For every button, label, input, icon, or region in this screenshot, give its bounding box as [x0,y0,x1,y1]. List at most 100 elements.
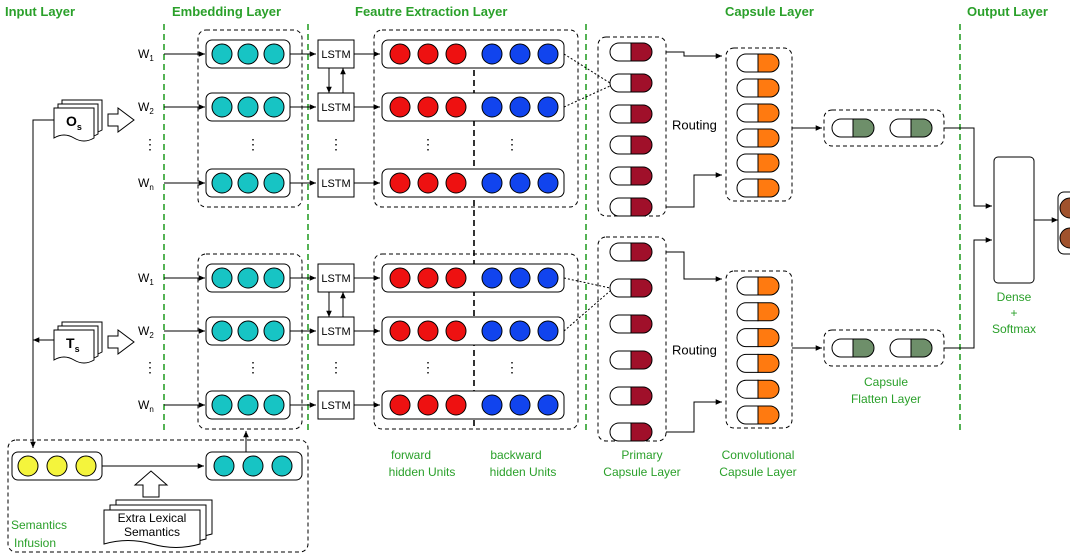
vertical-ellipsis: ⋮ [421,359,435,375]
routing-arrow [666,172,722,208]
flatten-label-1: Capsule [864,375,908,389]
embedding-node [263,172,285,194]
embedding-node [211,96,233,118]
output-node [1059,227,1070,249]
primary-capsule [609,242,653,262]
primary-capsule [609,314,653,334]
embedding-node [263,320,285,342]
conv-capsule [736,405,780,425]
extra-lexical-document: Extra Lexical Semantics [103,499,213,548]
routing-arrow [666,399,722,433]
word-label: Wn [138,398,154,414]
lstm-cell [317,168,355,198]
semantics-label-2: Infusion [14,536,56,550]
header-output-layer: Output Layer [967,4,1048,19]
lstm-cell [317,390,355,420]
primary-capsule [609,422,653,442]
lstm-label: LSTM [321,400,350,412]
routing-arrow [666,51,722,59]
routing-arrow [666,251,722,282]
vertical-ellipsis: ⋮ [421,136,435,152]
extra-lexical-label-1: Extra Lexical [118,511,187,525]
lstm-label: LSTM [321,178,350,190]
flatten-capsule [831,338,875,358]
hidden-to-primary-link [563,290,611,332]
hidden-to-primary-link [563,53,611,84]
vertical-ellipsis: ⋮ [329,136,343,152]
dense-label-2: + [1010,306,1017,320]
embedding-node [263,43,285,65]
embedding-group [197,253,303,430]
backward-hidden-unit [481,320,503,342]
forward-hidden-unit [445,96,467,118]
embedding-node [263,267,285,289]
forward-hidden-unit [417,320,439,342]
lstm-cell [317,316,355,346]
infused-node [271,455,293,477]
forward-hidden-unit [389,320,411,342]
lstm-label: LSTM [321,102,350,114]
semantics-node [17,455,39,477]
word-label: W1 [138,47,154,63]
conv-capsule [736,353,780,373]
embedding-node [237,394,259,416]
os-label: O [66,113,77,129]
primary-capsule [609,166,653,186]
backward-hidden-unit [537,320,559,342]
backward-hidden-unit [481,43,503,65]
forward-hidden-unit [445,320,467,342]
backward-hidden-unit [481,267,503,289]
forward-hidden-unit [417,394,439,416]
input-to-semantics-lines [30,119,54,448]
backward-hidden-unit [537,267,559,289]
vertical-ellipsis: ⋮ [505,136,519,152]
routing-label: Routing [672,343,717,358]
forward-hidden-unit [389,394,411,416]
word-label: W1 [138,271,154,287]
word-label: W2 [138,324,154,340]
backward-hidden-unit [481,394,503,416]
os-hollow-arrow [107,107,135,133]
vertical-ellipsis: ⋮ [505,359,519,375]
backward-hidden-unit [509,394,531,416]
backward-hidden-unit [509,96,531,118]
forward-hidden-unit [389,96,411,118]
embedding-node [211,320,233,342]
header-input-layer: Input Layer [5,4,75,19]
primary-label-2: Capsule Layer [603,465,680,479]
conv-capsule [736,328,780,348]
output-node [1059,197,1070,219]
svg-text:Os: Os [66,113,82,132]
embedding-node [237,172,259,194]
header-embedding-layer: Embedding Layer [172,4,281,19]
backward-hidden-unit [537,43,559,65]
backward-hidden-unit [537,394,559,416]
infused-node [242,455,264,477]
backward-label-2: hidden Units [490,465,557,479]
semantics-node [75,455,97,477]
forward-hidden-unit [445,43,467,65]
hidden-to-primary-link [563,85,611,108]
primary-capsule-group [597,36,667,217]
vertical-ellipsis: ⋮ [143,359,157,375]
layer-separators [163,24,961,432]
forward-hidden-unit [417,43,439,65]
dense-label-3: Softmax [992,322,1036,336]
feature-group [373,253,579,430]
primary-capsule [609,350,653,370]
embedding-node [211,394,233,416]
primary-capsule [609,386,653,406]
hidden-to-primary-link [563,277,611,289]
backward-hidden-unit [509,43,531,65]
conv-capsule [736,153,780,173]
forward-hidden-unit [389,267,411,289]
primary-capsule [609,135,653,155]
embedding-node [211,43,233,65]
backward-label-1: backward [490,448,541,462]
semantics-node [46,455,68,477]
forward-hidden-unit [417,172,439,194]
forward-hidden-unit [389,172,411,194]
lstm-label: LSTM [321,273,350,285]
primary-label-1: Primary [621,448,662,462]
conv-capsule [736,178,780,198]
